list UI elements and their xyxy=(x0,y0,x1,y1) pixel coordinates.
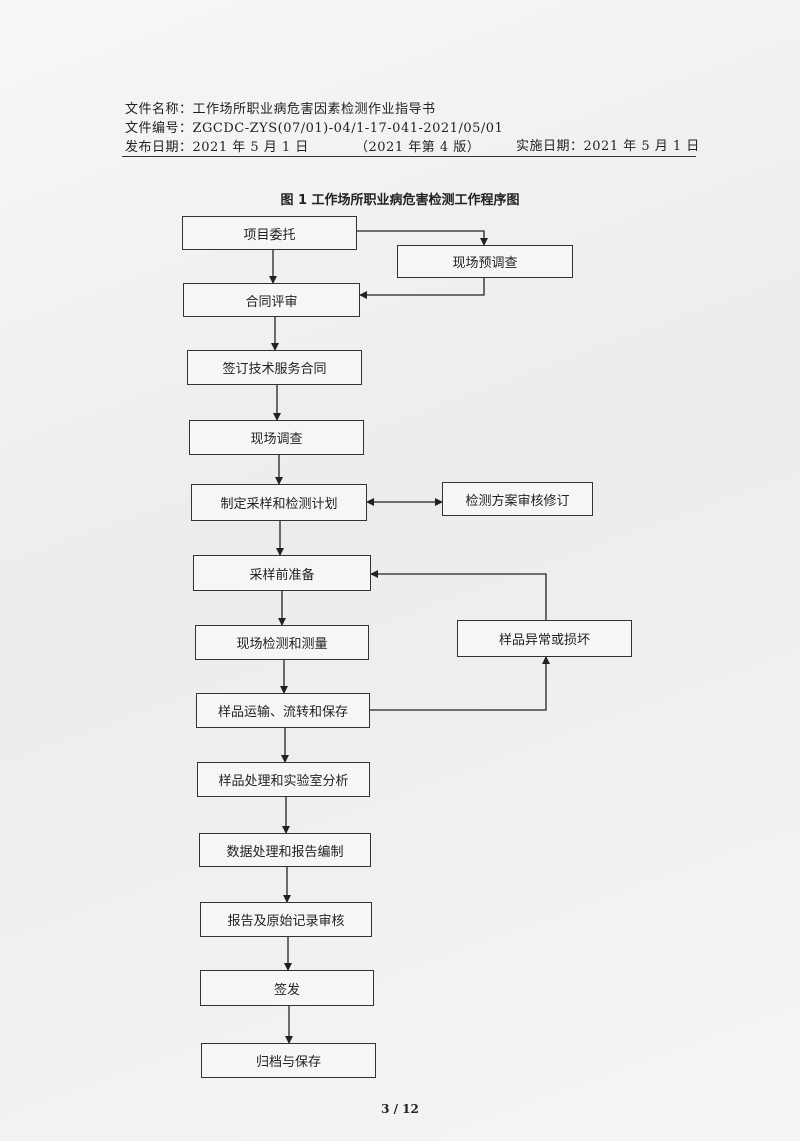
file-name-line: 文件名称：工作场所职业病危害因素检测作业指导书 xyxy=(125,102,436,117)
step-site-detection-label: 现场检测和测量 xyxy=(236,637,328,652)
arrow-commission-to-presurvey xyxy=(357,230,488,246)
step-commission-label: 项目委托 xyxy=(243,227,296,243)
step-site-survey: 现场调查 xyxy=(189,420,364,455)
step-pre-survey: 现场预调查 xyxy=(397,245,573,278)
step-lab-analysis: 样品处理和实验室分析 xyxy=(197,762,370,797)
issue-date: 发布日期：2021 年 5 月 1 日 xyxy=(125,140,309,155)
step-sign-contract: 签订技术服务合同 xyxy=(187,350,362,385)
file-number-line: 文件编号：ZGCDC-ZYS(07/01)-04/1-17-041-2021/0… xyxy=(125,121,504,136)
step-site-survey-label: 现场调查 xyxy=(250,432,303,447)
figure-title: 图 1 工作场所职业病危害检测工作程序图 xyxy=(280,193,520,208)
step-archive: 归档与保存 xyxy=(201,1043,376,1078)
step-pre-sampling-label: 采样前准备 xyxy=(249,567,315,583)
step-pre-survey-label: 现场预调查 xyxy=(452,256,518,271)
step-plan-review: 检测方案审核修订 xyxy=(442,482,593,516)
step-sample-abnormal-label: 样品异常或损坏 xyxy=(498,633,590,648)
step-contract-review-label: 合同评审 xyxy=(245,294,298,310)
step-commission: 项目委托 xyxy=(182,216,357,250)
arrow-transport-to-abnormal xyxy=(370,656,550,711)
step-lab-analysis-label: 样品处理和实验室分析 xyxy=(218,774,349,789)
step-report-review: 报告及原始记录审核 xyxy=(200,902,372,937)
step-data-report-label: 数据处理和报告编制 xyxy=(226,844,344,860)
arrow-abnormal-to-prep xyxy=(370,570,547,620)
step-contract-review: 合同评审 xyxy=(183,283,360,317)
step-report-review-label: 报告及原始记录审核 xyxy=(227,914,345,929)
step-plan-review-label: 检测方案审核修订 xyxy=(465,493,570,509)
version-label: （2021 年第 4 版） xyxy=(355,140,481,155)
effective-date: 实施日期：2021 年 5 月 1 日 xyxy=(516,139,700,154)
step-sample-transport-label: 样品运输、流转和保存 xyxy=(217,705,348,720)
step-sample-transport: 样品运输、流转和保存 xyxy=(196,693,370,728)
step-pre-sampling: 采样前准备 xyxy=(193,555,371,591)
header-rule xyxy=(122,156,696,157)
step-data-report: 数据处理和报告编制 xyxy=(199,833,371,867)
step-site-detection: 现场检测和测量 xyxy=(195,625,369,660)
step-archive-label: 归档与保存 xyxy=(255,1055,321,1070)
step-sign-issue: 签发 xyxy=(200,970,374,1006)
step-sign-issue-label: 签发 xyxy=(273,982,300,998)
page-number: 3 / 12 xyxy=(381,1102,419,1116)
step-sign-contract-label: 签订技术服务合同 xyxy=(222,362,327,377)
arrow-presurvey-to-review xyxy=(359,278,485,299)
step-sample-abnormal: 样品异常或损坏 xyxy=(457,620,632,657)
step-make-plan-label: 制定采样和检测计划 xyxy=(220,497,338,512)
step-make-plan: 制定采样和检测计划 xyxy=(191,484,367,521)
